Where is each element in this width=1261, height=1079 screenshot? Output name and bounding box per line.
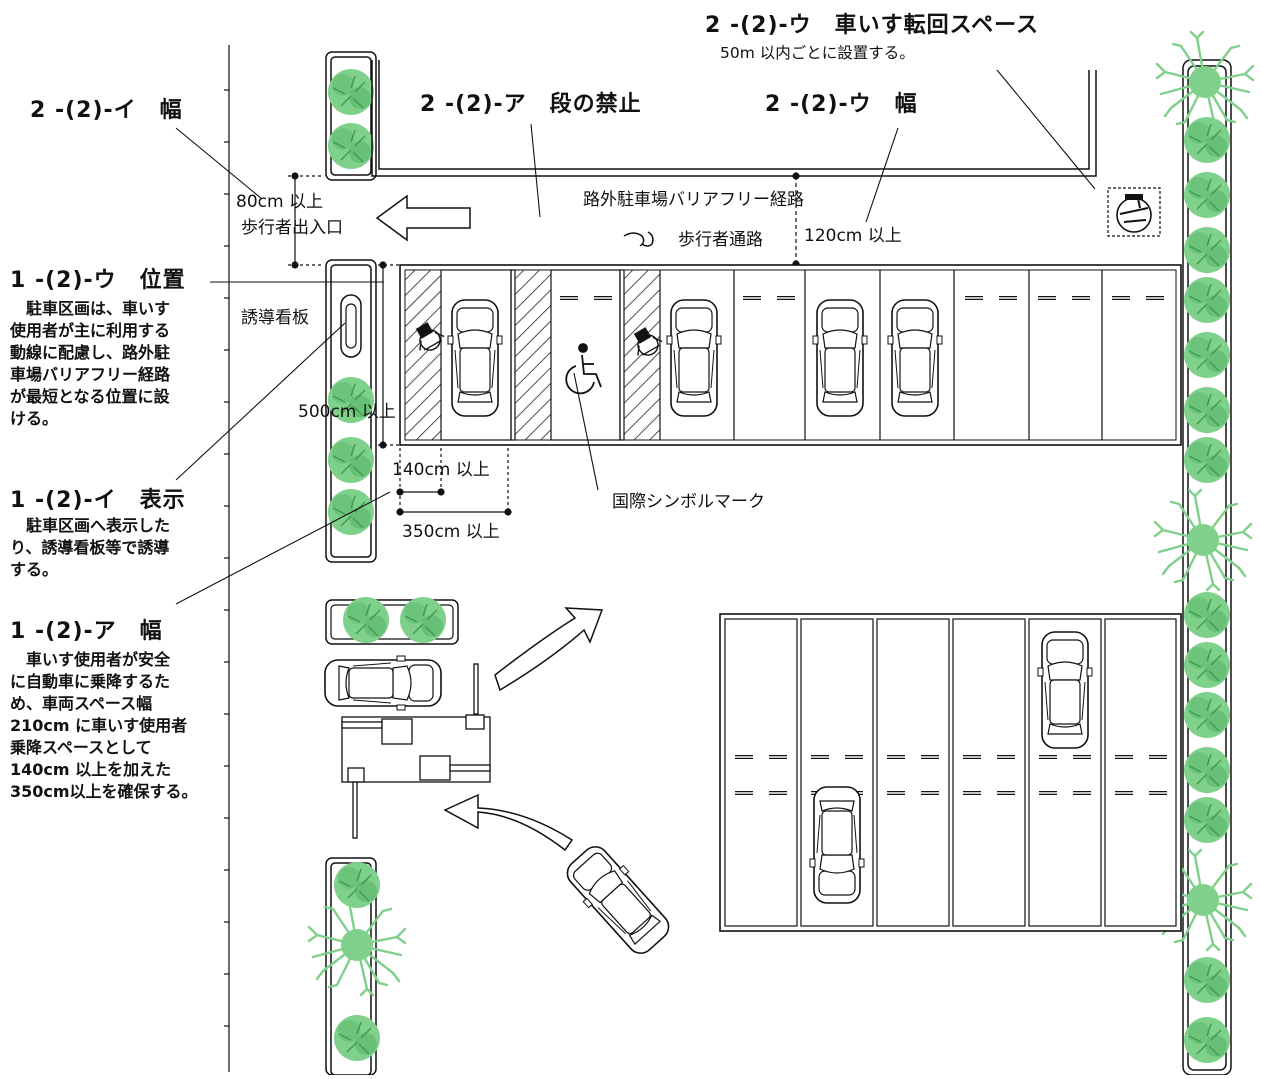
- label-pedestrian-entrance: 歩行者出入口: [241, 218, 343, 238]
- parking-block-lower: [719, 613, 1182, 932]
- label-2-2-u-turn-space: 2 -(2)-ウ 車いす転回スペース: [705, 13, 1040, 38]
- dimension-140-350cm: [396, 448, 512, 516]
- label-500cm: 500cm 以上: [298, 402, 396, 422]
- text-1-2-i-body: 駐車区画へ表示した り、誘導看板等で誘導 する。: [10, 516, 171, 579]
- direction-arrow-icon: [375, 194, 471, 242]
- dimension-80cm: [288, 172, 323, 269]
- text-1-2-u-body: 駐車区画は、車いす 使用者が主に利用する 動線に配慮し、路外駐 車場バリアフリー…: [10, 299, 171, 428]
- leader-lines: [175, 69, 1096, 605]
- accessible-parking-row: [399, 264, 1182, 446]
- label-2-2-a-no-steps: 2 -(2)-ア 段の禁止: [420, 92, 642, 117]
- text-1-2-a-body: 車いす使用者が安全 に自動車に乗降するた め、車両スペース幅 210cm に車い…: [10, 650, 198, 801]
- wheelchair-symbol-icon: [565, 343, 602, 395]
- label-guide-sign: 誘導看板: [241, 308, 309, 328]
- dimension-500cm: [378, 261, 400, 449]
- label-120cm: 120cm 以上: [804, 226, 902, 246]
- wheelchair-user-icon: [415, 322, 663, 356]
- planter-small: [325, 596, 459, 645]
- label-80cm: 80cm 以上: [236, 192, 323, 212]
- label-2-2-i-width: 2 -(2)-イ 幅: [30, 98, 183, 123]
- label-1-2-a-width: 1 -(2)-ア 幅: [10, 619, 163, 644]
- wheelchair-turn-icon: [1107, 187, 1161, 237]
- planter-left: [325, 51, 377, 1076]
- guide-sign-icon: [340, 294, 362, 358]
- label-pedestrian-path: 歩行者通路: [678, 230, 763, 250]
- label-barrier-free-route: 路外駐車場バリアフリー経路: [583, 190, 804, 210]
- footsteps-icon: [623, 231, 654, 247]
- label-intl-symbol-mark: 国際シンボルマーク: [612, 492, 765, 512]
- dimension-120cm: [792, 172, 800, 268]
- label-1-2-u-position: 1 -(2)-ウ 位置: [10, 268, 186, 293]
- label-2-2-u-width: 2 -(2)-ウ 幅: [765, 92, 918, 117]
- label-1-2-i-display: 1 -(2)-イ 表示: [10, 488, 186, 513]
- label-140cm: 140cm 以上: [392, 460, 490, 480]
- direction-arrow-icon: [443, 607, 604, 852]
- site-boundary-left: [224, 45, 230, 1072]
- label-turn-space-note: 50m 以内ごとに設置する。: [720, 44, 915, 62]
- entrance-gate: [341, 663, 491, 839]
- building-outline: [371, 60, 1097, 177]
- car-icon: [324, 655, 678, 962]
- label-350cm: 350cm 以上: [402, 522, 500, 542]
